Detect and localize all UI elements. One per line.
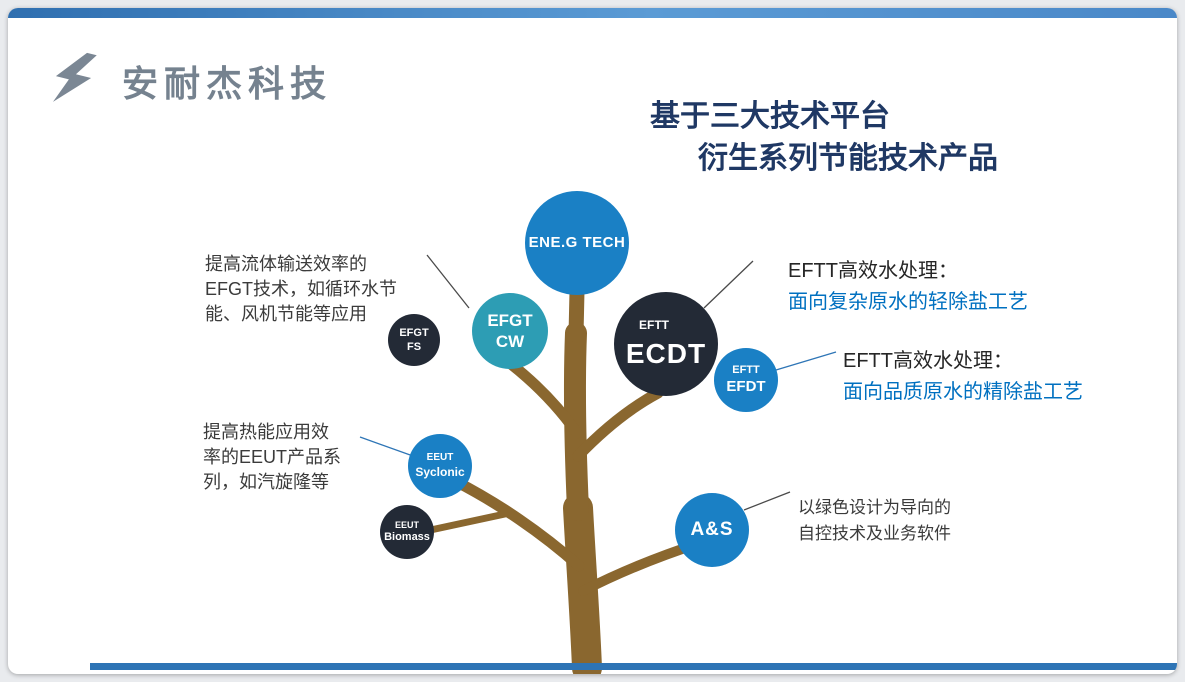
annotation-eftt-ecdt-title: EFTT高效水处理： — [788, 260, 958, 282]
node-ene-g-tech: ENE.G TECH — [525, 191, 629, 295]
logo-text: 安耐杰科技 — [122, 63, 333, 104]
annotation-efgt-line2: EFGT技术，如循环水节 — [205, 279, 397, 299]
annotation-eeut-line1: 提高热能应用效 — [203, 422, 329, 442]
annotation-as-line1: 以绿色设计为导向的 — [798, 498, 951, 517]
node-efgt-cw-line1: EFGT — [487, 311, 533, 330]
bottom-accent-bar — [90, 663, 1177, 670]
annotation-eftt-efdt-desc: 面向品质原水的精除盐工艺 — [843, 381, 1083, 403]
annotation-efgt-line1: 提高流体输送效率的 — [205, 254, 367, 274]
annotation-eeut-line2: 率的EEUT产品系 — [203, 447, 342, 467]
tree-trunk-upper — [568, 283, 585, 343]
node-efgt-fs-line1: EFGT — [399, 327, 429, 339]
annotation-eftt-efdt: EFTT高效水处理： 面向品质原水的精除盐工艺 — [843, 346, 1083, 408]
node-as-label: A&S — [690, 519, 734, 541]
node-eeut-biomass-line1: EEUT — [394, 519, 419, 530]
annotation-eftt-ecdt-desc: 面向复杂原水的轻除盐工艺 — [788, 291, 1028, 313]
connector-left-mid — [359, 436, 414, 457]
annotation-efgt: 提高流体输送效率的 EFGT技术，如循环水节 能、风机节能等应用 — [205, 252, 397, 327]
connector-right-top — [703, 260, 754, 309]
title-line-1: 基于三大技术平台 — [650, 100, 890, 133]
annotation-as-line2: 自控技术及业务软件 — [798, 524, 951, 543]
node-eeut-syclonic-line2: Syclonic — [415, 464, 465, 479]
annotation-eftt-ecdt: EFTT高效水处理： 面向复杂原水的轻除盐工艺 — [788, 256, 1028, 318]
tree-branch-ecdt — [572, 387, 664, 462]
node-eeut-biomass: EEUT Biomass — [380, 505, 434, 559]
node-efgt-fs-line2: FS — [406, 341, 422, 353]
annotation-eeut-line3: 列，如汽旋隆等 — [203, 472, 329, 492]
node-ecdt-line1: EFTT — [639, 317, 669, 332]
top-accent-bar — [8, 8, 1177, 18]
node-as: A&S — [675, 493, 749, 567]
tree-trunk-lower — [563, 493, 602, 674]
logo: 安耐杰科技 — [52, 52, 332, 110]
node-efgt-cw-line2: CW — [495, 332, 525, 351]
node-ecdt: EFTT ECDT — [614, 292, 718, 396]
node-efgt-fs: EFGT FS — [388, 314, 440, 366]
slide: 安耐杰科技 基于三大技术平台 衍生系列节能技术产品 ENE.G TECH — [8, 8, 1177, 674]
node-eeut-syclonic-line1: EEUT — [426, 452, 454, 464]
connector-right-mid — [775, 351, 837, 371]
connector-left-top — [426, 254, 470, 309]
title-line-2: 衍生系列节能技术产品 — [698, 142, 998, 175]
node-eeut-syclonic: EEUT Syclonic — [408, 434, 472, 498]
connector-right-bottom — [743, 491, 791, 511]
node-efdt-line2: EFDT — [726, 377, 766, 395]
node-efgt-cw: EFGT CW — [472, 293, 548, 369]
node-efdt-line1: EFTT — [732, 363, 760, 376]
node-ecdt-line2: ECDT — [625, 337, 707, 369]
node-ene-label: ENE.G TECH — [528, 233, 626, 251]
tree-branch-eeut-syclonic — [449, 475, 585, 572]
tree-trunk-middle — [563, 322, 589, 521]
tree-branch-efgt-cw — [505, 358, 583, 439]
node-eeut-biomass-line2: Biomass — [384, 530, 430, 543]
annotation-eeut: 提高热能应用效 率的EEUT产品系 列，如汽旋隆等 — [203, 420, 341, 495]
annotation-as: 以绿色设计为导向的 自控技术及业务软件 — [798, 495, 951, 547]
node-efdt: EFTT EFDT — [714, 348, 778, 412]
annotation-eftt-efdt-title: EFTT高效水处理： — [843, 350, 1013, 372]
lightning-bolt-icon — [52, 52, 97, 102]
annotation-efgt-line3: 能、风机节能等应用 — [205, 304, 367, 324]
slide-title: 基于三大技术平台 衍生系列节能技术产品 — [650, 96, 998, 180]
